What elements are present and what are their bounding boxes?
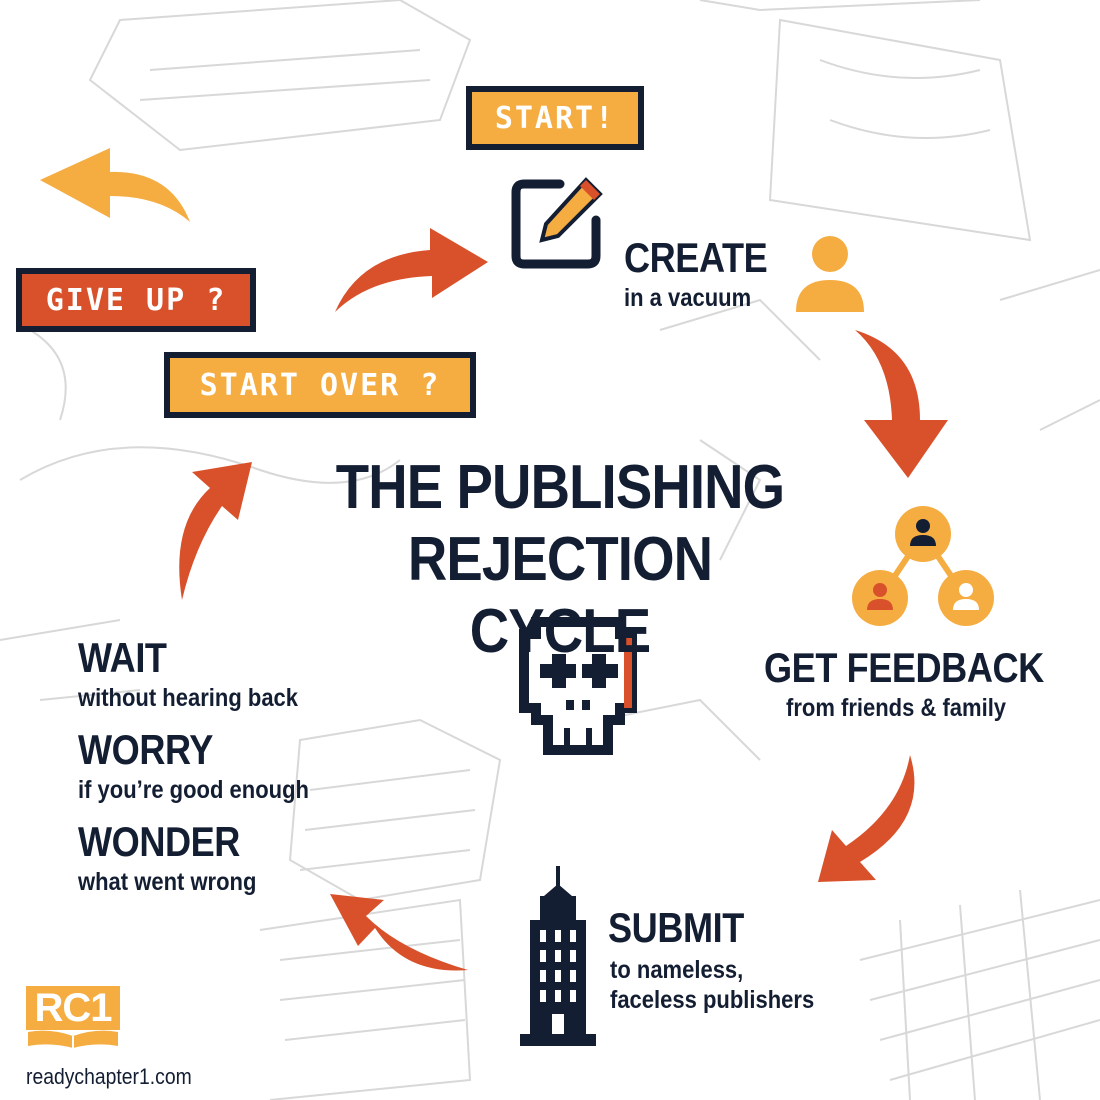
arrow-to-submit	[818, 755, 915, 882]
give-up-arrow	[40, 148, 190, 222]
page-title: THE PUBLISHING REJECTION CYCLE	[280, 452, 840, 668]
arrow-to-create	[335, 228, 488, 312]
wonder-heading: WONDER	[78, 818, 240, 865]
site-url[interactable]: readychapter1.com	[26, 1064, 192, 1089]
wonder-sub: what went wrong	[78, 868, 257, 896]
submit-heading: SUBMIT	[608, 904, 744, 951]
start-over-button-label: START OVER ?	[199, 367, 441, 403]
title-line-2: REJECTION CYCLE	[407, 525, 713, 666]
logo-mark: RC1	[26, 986, 120, 1030]
start-button-label: START!	[494, 100, 616, 136]
submit-sub-2: faceless publishers	[610, 986, 815, 1014]
network-icon	[852, 506, 994, 626]
person-icon	[796, 236, 864, 312]
rc1-logo[interactable]: RC1	[26, 986, 120, 1060]
worry-heading: WORRY	[78, 726, 213, 773]
feedback-heading: GET FEEDBACK	[764, 644, 1044, 691]
feedback-sub: from friends & family	[786, 694, 1007, 722]
submit-sub-1: to nameless,	[610, 956, 744, 984]
arrow-to-wait	[330, 894, 468, 971]
wait-sub: without hearing back	[78, 684, 299, 712]
create-heading: CREATE	[624, 234, 768, 281]
create-sub: in a vacuum	[624, 284, 752, 312]
give-up-button-label: GIVE UP ?	[45, 282, 227, 318]
give-up-button[interactable]: GIVE UP ?	[16, 268, 256, 332]
wait-heading: WAIT	[78, 634, 167, 681]
skyscraper-icon	[520, 866, 596, 1046]
skull-icon	[519, 617, 637, 755]
start-button[interactable]: START!	[466, 86, 644, 150]
arrow-to-start-over	[179, 462, 252, 600]
worry-sub: if you’re good enough	[78, 776, 309, 804]
edit-icon	[511, 177, 603, 269]
title-line-1: THE PUBLISHING	[335, 453, 785, 522]
start-over-button[interactable]: START OVER ?	[164, 352, 476, 418]
book-icon	[28, 1030, 118, 1048]
arrow-to-feedback	[855, 330, 948, 478]
